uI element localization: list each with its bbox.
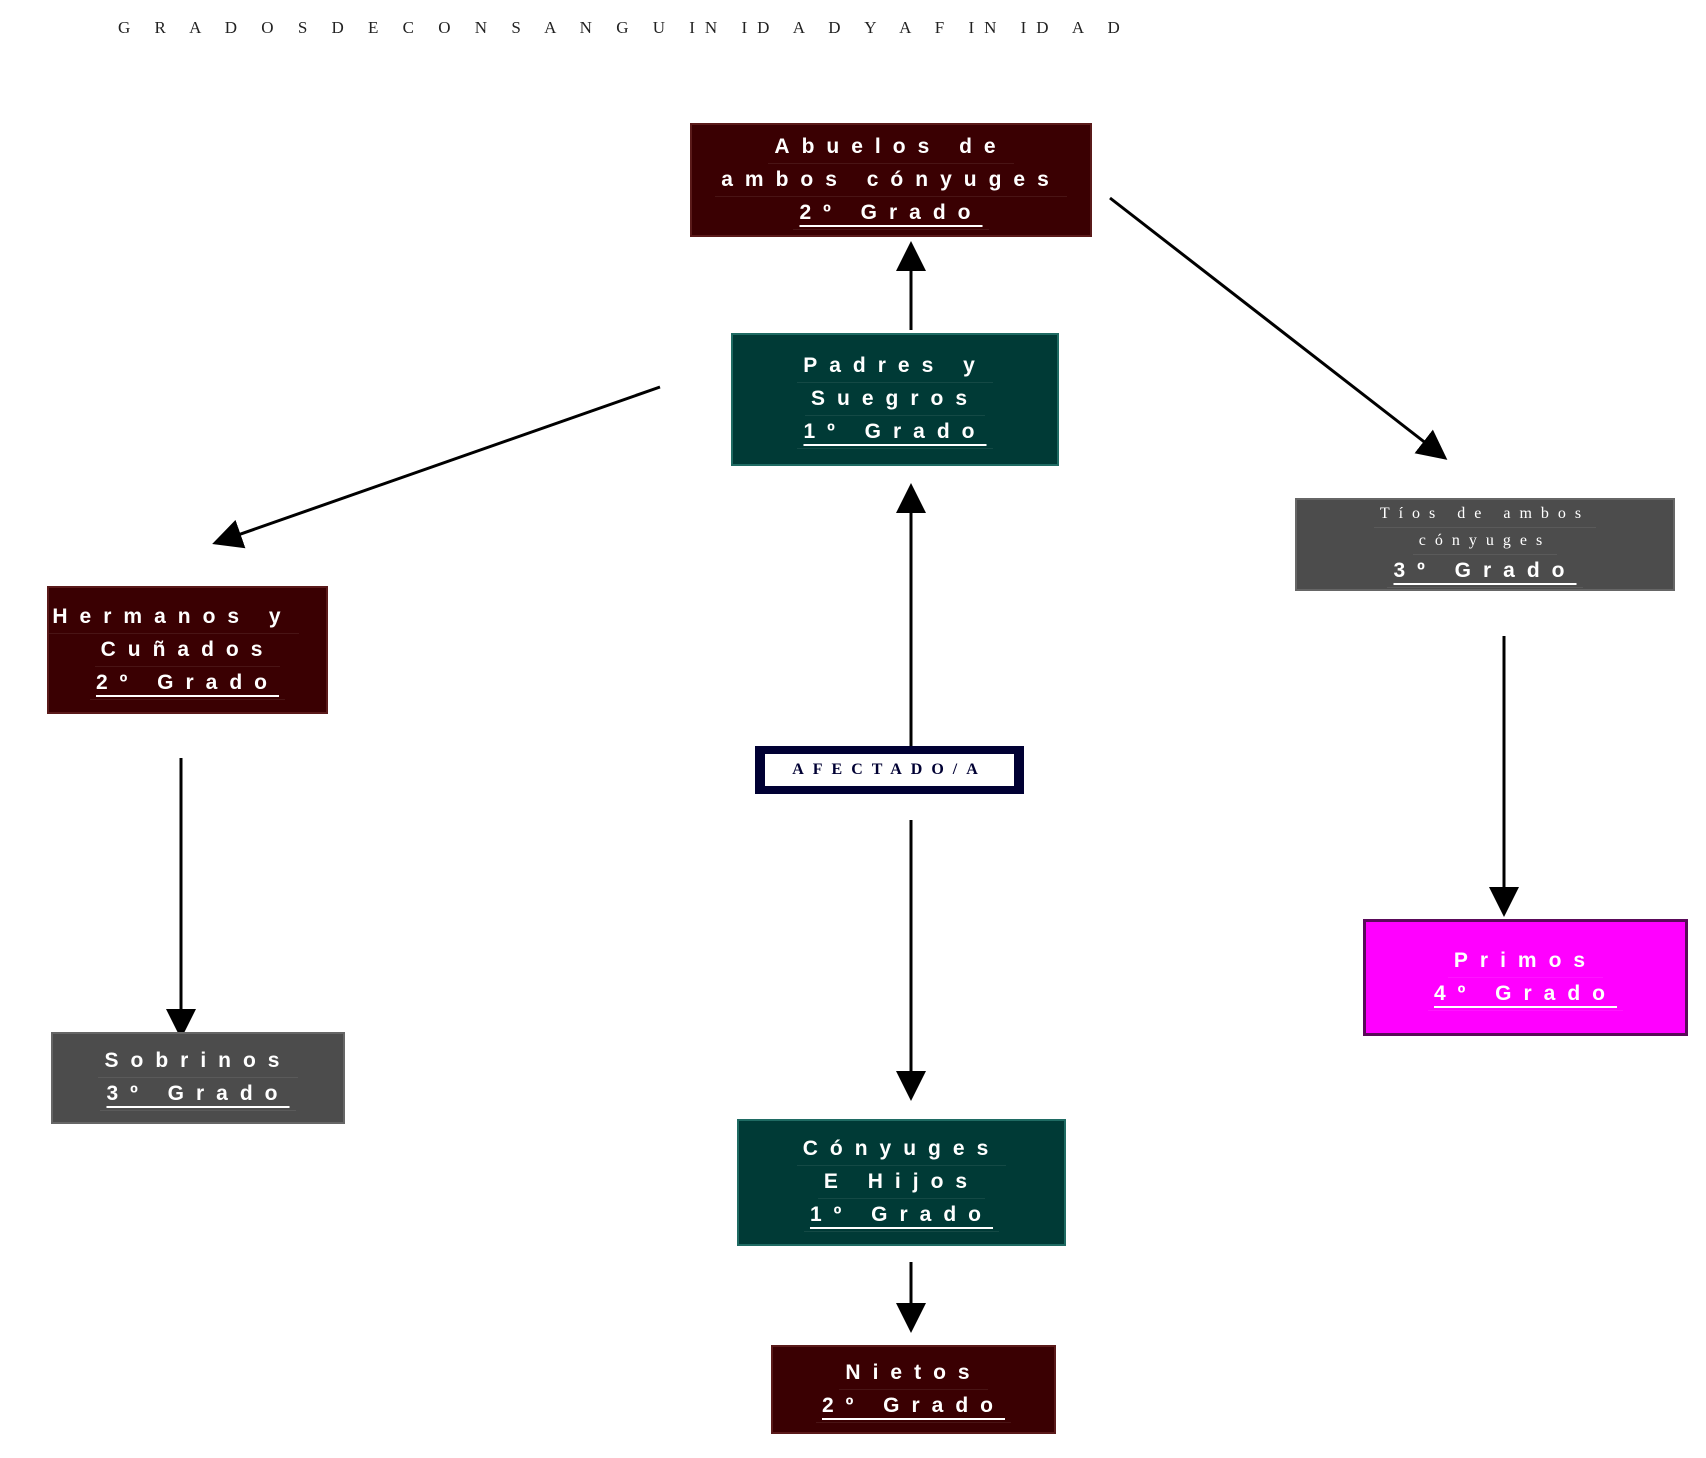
diagram-title: G R A D O S D E C O N S A N G U IN ID A … (118, 18, 1130, 37)
arrow-padres-to-hermanos (212, 385, 661, 549)
node-conyuges-label-1: Cónyuges (796, 1133, 1007, 1166)
node-nietos-label-1: Nietos (839, 1357, 988, 1390)
node-conyuges: Cónyuges E Hijos 1º Grado (737, 1119, 1066, 1246)
node-hermanos-grade: 2º Grado (89, 667, 286, 700)
node-abuelos: Abuelos de ambos cónyuges 2º Grado (690, 123, 1092, 237)
node-abuelos-label-1: Abuelos de (768, 131, 1014, 164)
node-conyuges-label-2: E Hijos (817, 1166, 986, 1199)
node-tios-label-1: Tíos de ambos (1373, 501, 1597, 528)
node-tios: Tíos de ambos cónyuges 3º Grado (1295, 498, 1675, 591)
node-padres-label-1: Padres y (797, 350, 993, 383)
node-primos: Primos 4º Grado (1363, 919, 1688, 1036)
node-tios-grade: 3º Grado (1387, 555, 1583, 588)
node-padres: Padres y Suegros 1º Grado (731, 333, 1059, 466)
node-sobrinos-grade: 3º Grado (100, 1078, 296, 1111)
node-afectado: AFECTADO/A (755, 746, 1024, 794)
node-padres-grade: 1º Grado (797, 416, 993, 449)
node-abuelos-grade: 2º Grado (793, 197, 989, 230)
arrow-abuelos-to-tios (1109, 196, 1448, 460)
node-hermanos: Hermanos y Cuñados 2º Grado (47, 586, 328, 714)
node-hermanos-label-1: Hermanos y (49, 601, 299, 634)
node-sobrinos: Sobrinos 3º Grado (51, 1032, 345, 1124)
node-abuelos-label-2: ambos cónyuges (715, 164, 1067, 197)
node-tios-label-2: cónyuges (1412, 528, 1558, 555)
node-nietos-grade: 2º Grado (815, 1390, 1012, 1423)
node-afectado-label: AFECTADO/A (763, 752, 1016, 788)
node-padres-label-2: Suegros (804, 383, 986, 416)
node-sobrinos-label-1: Sobrinos (98, 1045, 298, 1078)
node-primos-grade: 4º Grado (1427, 978, 1624, 1011)
node-conyuges-grade: 1º Grado (803, 1199, 1000, 1232)
node-hermanos-label-2: Cuñados (94, 634, 281, 667)
node-nietos: Nietos 2º Grado (771, 1345, 1056, 1434)
node-primos-label-1: Primos (1447, 945, 1604, 978)
